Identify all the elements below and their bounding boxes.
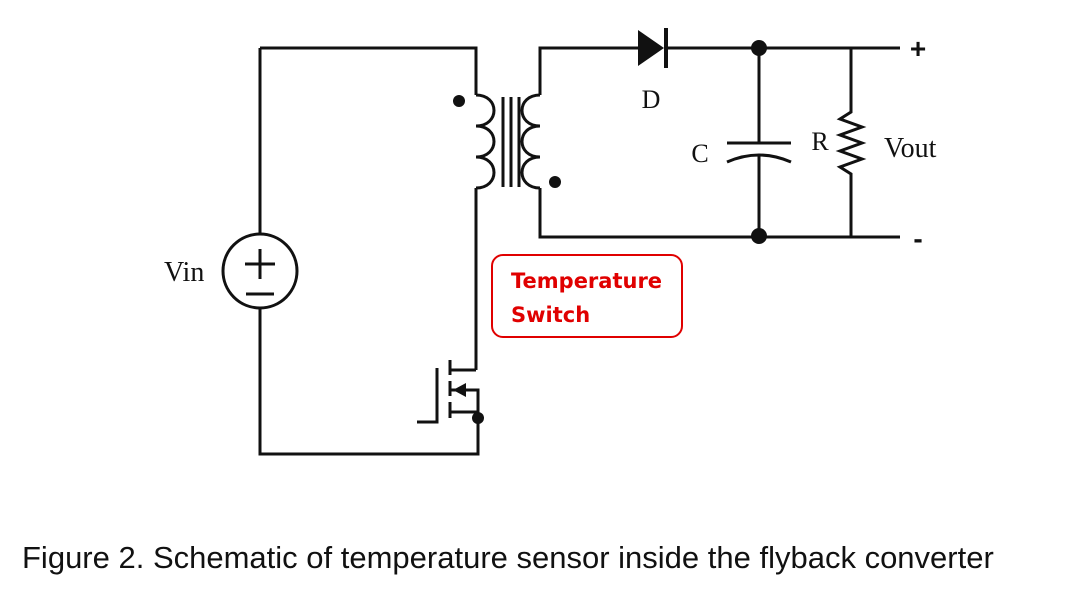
resistor-label: R	[811, 127, 829, 156]
secondary-coil	[520, 93, 541, 190]
figure-caption: Figure 2. Schematic of temperature senso…	[22, 540, 994, 575]
source-circle	[221, 232, 299, 310]
mosfet-gate	[417, 368, 439, 424]
primary-left-wire-bottom	[258, 308, 480, 456]
diode-label: D	[642, 85, 661, 114]
output-minus-terminal: -	[913, 223, 922, 254]
secondary-bottom-wire	[538, 188, 900, 239]
callout-line-2: Switch	[511, 303, 591, 327]
mosfet-arrow	[453, 383, 466, 397]
vout-label: Vout	[884, 133, 937, 164]
capacitor: C	[691, 40, 792, 244]
diode: D	[638, 28, 668, 114]
resistor: R	[811, 48, 867, 237]
diode-triangle	[638, 30, 664, 66]
output-plus-terminal: +	[910, 33, 926, 64]
resistor-zigzag	[835, 48, 867, 237]
secondary-top-wire	[538, 46, 900, 95]
callout-line-1: Temperature	[511, 269, 663, 293]
source-plus-sign	[245, 249, 275, 279]
transformer	[453, 93, 561, 190]
primary-coil	[475, 93, 496, 190]
voltage-source: Vin	[164, 232, 299, 310]
capacitor-label: C	[691, 139, 708, 168]
secondary-polarity-dot	[549, 176, 561, 188]
secondary-circuit: D C R + - Vout	[538, 28, 937, 254]
temperature-switch-callout: Temperature Switch	[491, 254, 683, 338]
transformer-core	[501, 97, 521, 187]
primary-polarity-dot	[453, 95, 465, 107]
vin-label: Vin	[164, 257, 204, 288]
mosfet-source-node	[472, 412, 484, 424]
primary-top-wire	[260, 46, 478, 95]
primary-circuit	[258, 46, 480, 456]
mosfet	[417, 360, 484, 424]
